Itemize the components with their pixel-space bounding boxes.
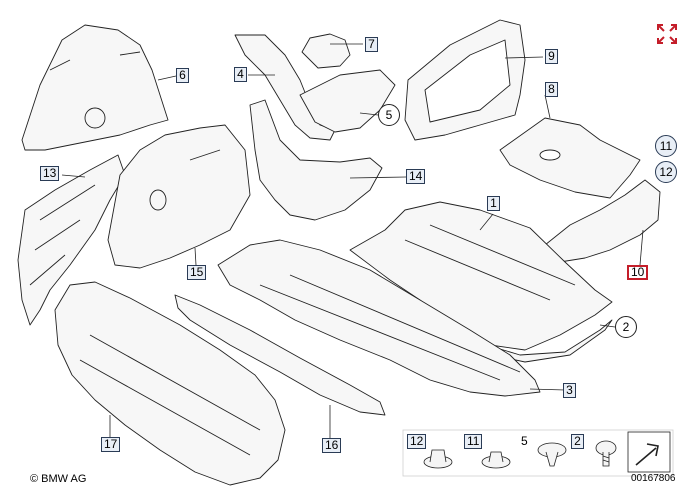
part-14 — [249, 99, 383, 221]
part-13 — [17, 154, 126, 326]
callout-14[interactable]: 14 — [406, 169, 426, 184]
part-10 — [544, 179, 661, 263]
callout-4[interactable]: 4 — [234, 67, 247, 82]
callout-10[interactable]: 10 — [627, 265, 649, 280]
callout-15[interactable]: 15 — [187, 265, 207, 280]
part-6 — [21, 24, 169, 151]
part-7 — [301, 33, 351, 69]
part-8 — [499, 117, 641, 199]
callout-8[interactable]: 8 — [545, 82, 558, 97]
callout-16[interactable]: 16 — [322, 438, 342, 453]
callout-12[interactable]: 12 — [655, 161, 677, 183]
callout-9[interactable]: 9 — [545, 49, 558, 64]
callout-11[interactable]: 11 — [655, 135, 677, 157]
part-17 — [54, 281, 286, 486]
legend-label-11[interactable]: 11 — [464, 434, 483, 449]
part-16 — [174, 294, 386, 416]
callout-17[interactable]: 17 — [101, 437, 121, 452]
callout-7[interactable]: 7 — [365, 37, 378, 52]
callout-6[interactable]: 6 — [176, 68, 189, 83]
callout-2[interactable]: 2 — [615, 316, 637, 338]
callout-1[interactable]: 1 — [487, 196, 500, 211]
callout-13[interactable]: 13 — [40, 166, 60, 181]
copyright: © BMW AG — [30, 473, 87, 485]
callout-5[interactable]: 5 — [378, 104, 400, 126]
callout-3[interactable]: 3 — [563, 383, 576, 398]
part-15 — [107, 124, 251, 269]
arrow-icon — [627, 431, 671, 473]
legend-label-5: 5 — [521, 434, 528, 448]
expand-icon[interactable] — [655, 22, 679, 46]
legend-label-12[interactable]: 12 — [407, 434, 427, 449]
diagram-id: 00167806 — [631, 473, 676, 484]
legend-label-2[interactable]: 2 — [571, 434, 584, 449]
